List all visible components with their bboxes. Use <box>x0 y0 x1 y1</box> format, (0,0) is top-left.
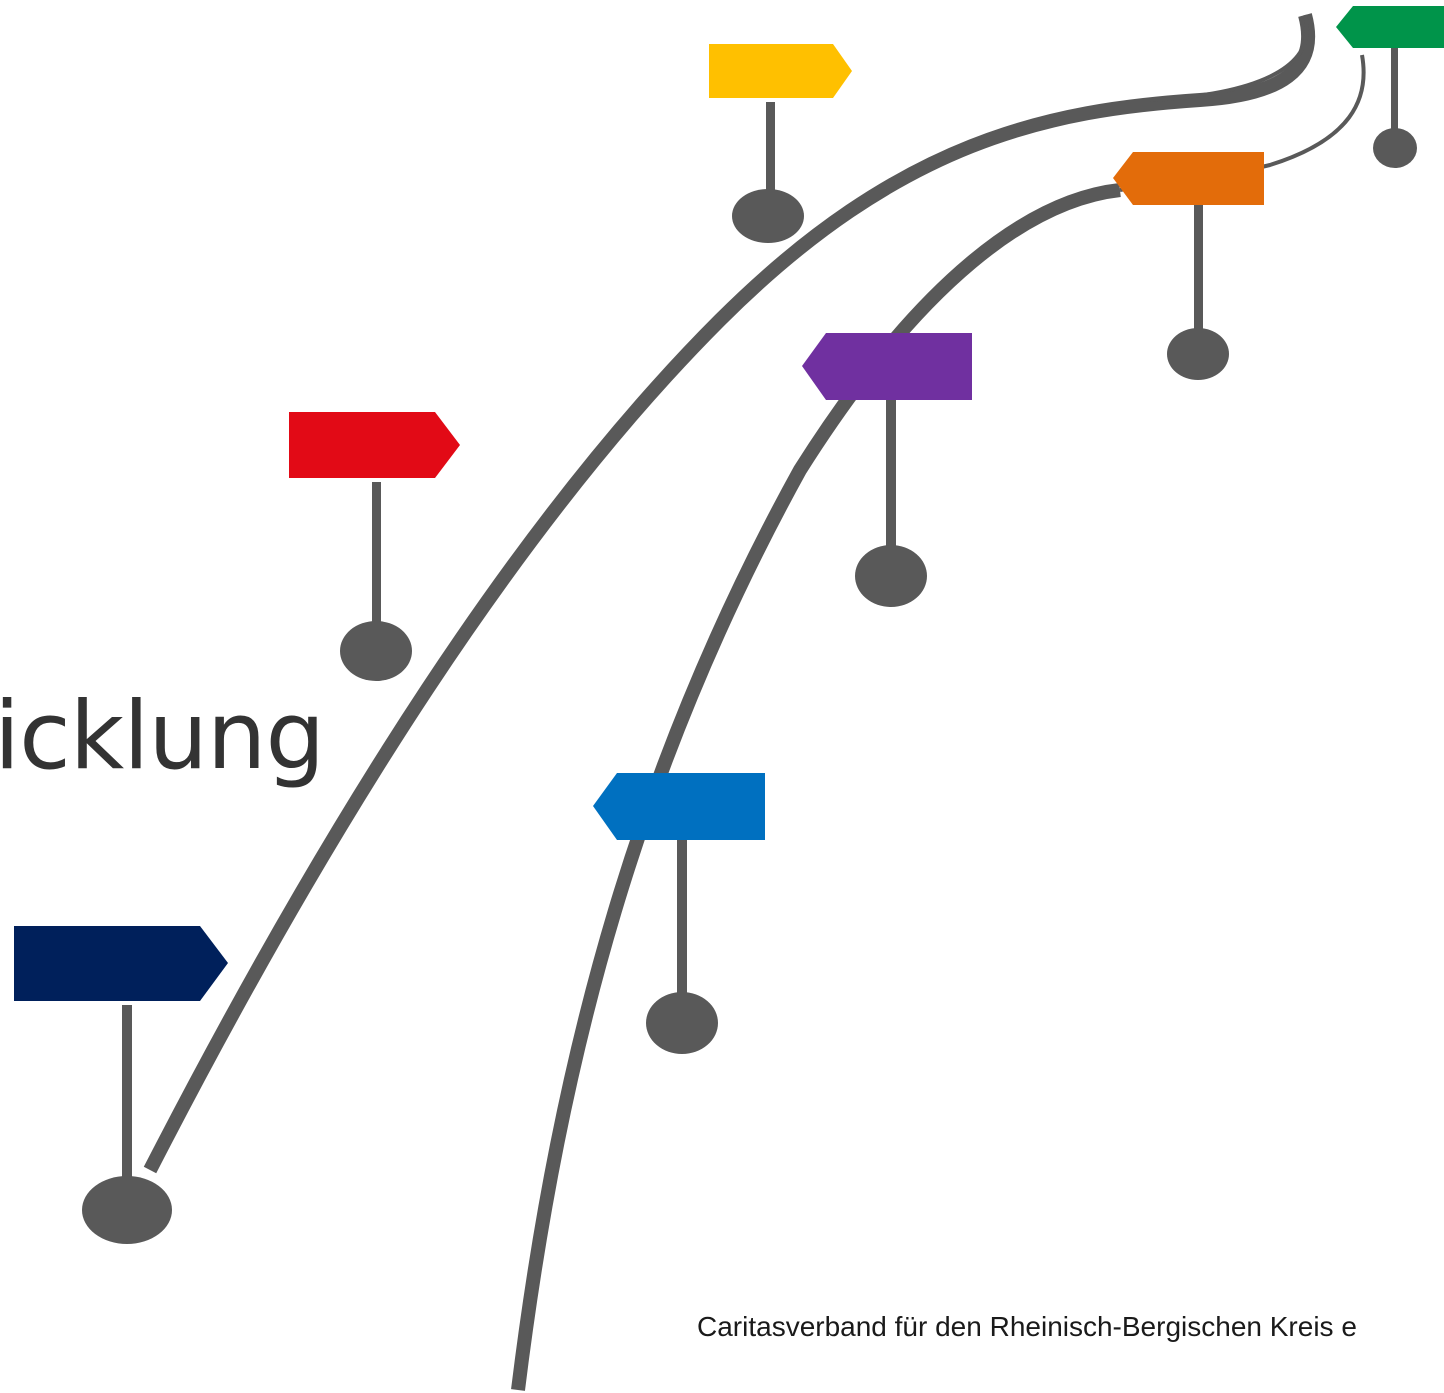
signpost-green-sign <box>1336 6 1444 48</box>
road-left-thin <box>1149 14 1309 102</box>
signpost-yellow-pole <box>766 102 775 202</box>
signpost-purple-pole <box>886 398 896 558</box>
signpost-blue-sign <box>593 773 765 840</box>
road-left <box>143 13 1316 1174</box>
signpost-navy-pole <box>122 1005 132 1190</box>
signpost-navy-sign <box>14 926 228 1001</box>
signpost-orange-pole <box>1194 205 1203 340</box>
signpost-navy-base <box>82 1176 172 1244</box>
slide-title-fragment: icklung <box>0 682 325 791</box>
signpost-yellow-sign <box>709 44 852 98</box>
signpost-blue <box>593 773 765 1054</box>
signpost-red-pole <box>372 482 381 632</box>
signpost-green <box>1336 6 1444 168</box>
signpost-orange-sign <box>1113 152 1264 205</box>
signpost-red-base <box>340 621 412 681</box>
signpost-green-pole <box>1391 48 1398 148</box>
signpost-purple-sign <box>802 333 972 400</box>
signpost-yellow-base <box>732 189 804 243</box>
signpost-orange-base <box>1167 328 1229 380</box>
footer-organization: Caritasverband für den Rheinisch-Bergisc… <box>697 1311 1357 1342</box>
signpost-red-sign <box>289 412 460 478</box>
signpost-purple <box>802 333 972 607</box>
signpost-purple-base <box>855 545 927 607</box>
road-right <box>511 183 1121 1391</box>
signpost-green-base <box>1373 128 1417 168</box>
signpost-blue-base <box>646 992 718 1054</box>
signpost-blue-pole <box>677 838 687 1008</box>
signpost-red <box>289 412 460 681</box>
signpost-yellow <box>709 44 852 243</box>
signpost-navy <box>14 926 228 1244</box>
signpost-orange <box>1113 152 1264 380</box>
